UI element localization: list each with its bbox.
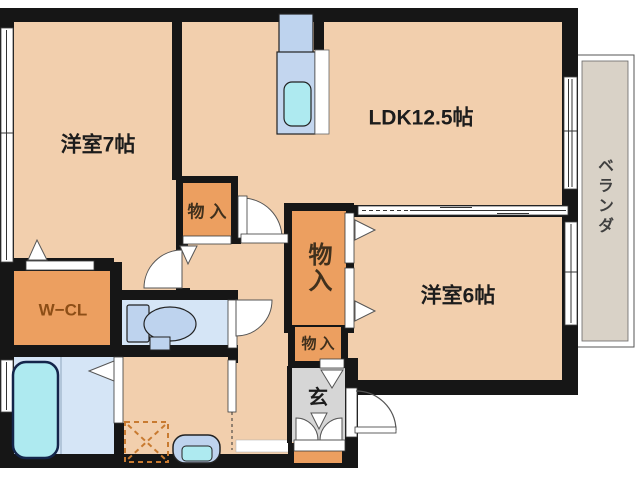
storage-entry-label: 物入 <box>301 335 338 353</box>
storage-bedroom-door-upper <box>344 212 355 264</box>
storage-bedroom-marker-lower <box>354 300 377 322</box>
veranda-label: ベランダ <box>595 157 612 237</box>
entrance-door-swing <box>355 390 397 431</box>
wall-room6-bottom <box>345 380 578 395</box>
wcl-label: W−CL <box>38 300 88 320</box>
room7-door-swing <box>143 249 183 289</box>
toilet-door-swing <box>235 299 273 337</box>
storage-bedroom-door-lower <box>344 267 355 329</box>
shoe-cabinet-door-right-swing <box>319 417 343 441</box>
storage-entry-floor <box>295 327 341 361</box>
washroom-sliding-door <box>227 359 237 413</box>
walk-in-closet-floor <box>8 264 114 352</box>
hall-step-band <box>235 439 291 453</box>
bathroom-door-panel <box>113 356 124 424</box>
wall-bath-door-stub <box>114 423 124 466</box>
wall-room7-door-stub-top <box>176 240 188 250</box>
entrance-step-band <box>293 439 346 452</box>
bathroom-door-marker <box>87 360 115 382</box>
entrance-door-leaf <box>354 426 397 434</box>
entrance-step-marker <box>310 412 328 431</box>
storage-bedroom-marker-upper <box>354 219 377 241</box>
storage-hall-door-marker <box>179 245 198 266</box>
wall-entrance-west <box>287 366 292 443</box>
storage-hall-door <box>182 235 232 245</box>
wcl-door-marker <box>27 238 48 261</box>
storage-bedroom-floor <box>292 211 346 325</box>
ldk-door-leaf <box>237 195 248 239</box>
shoe-cabinet-door-left-swing <box>295 417 319 441</box>
room6-label: 洋室6帖 <box>420 284 496 308</box>
bathtub-icon <box>11 360 60 460</box>
room7-label: 洋室7帖 <box>60 133 136 157</box>
storage-entry-door-marker <box>320 369 344 389</box>
kitchen-stove-icon <box>278 13 314 54</box>
window-ldk-veranda-door <box>563 76 578 190</box>
washing-machine-pan-icon <box>124 421 169 463</box>
ldk-label: LDK12.5帖 <box>368 106 474 130</box>
toilet-base-icon <box>149 336 171 351</box>
toilet-bowl-icon <box>143 306 197 342</box>
wall-room7-ldk-divider <box>172 8 182 180</box>
wall-right <box>562 8 578 395</box>
kitchen-counter-edge <box>314 49 330 135</box>
kitchen-sink-icon <box>283 81 312 127</box>
wall-toilet-top <box>112 290 238 300</box>
wall-kitchen-stub <box>314 14 324 50</box>
storage-bedroom-label: 物入 <box>304 242 331 294</box>
wall-washroom-east-stub <box>228 345 238 363</box>
storage-entry-door <box>319 358 345 369</box>
entrance-door-opening <box>345 387 358 438</box>
shoe-cabinet <box>294 449 342 463</box>
wcl-door-opening <box>25 260 95 271</box>
entrance-label: 玄 <box>308 387 328 409</box>
ldk-door-opening <box>240 233 289 244</box>
washbasin-bowl-icon <box>181 445 213 462</box>
wall-wcl-east <box>110 262 122 357</box>
wall-sanitary-divider <box>8 345 238 357</box>
storage-hall-floor <box>183 183 231 237</box>
storage-hall-label: 物入 <box>187 202 232 222</box>
veranda-deck <box>581 60 629 342</box>
